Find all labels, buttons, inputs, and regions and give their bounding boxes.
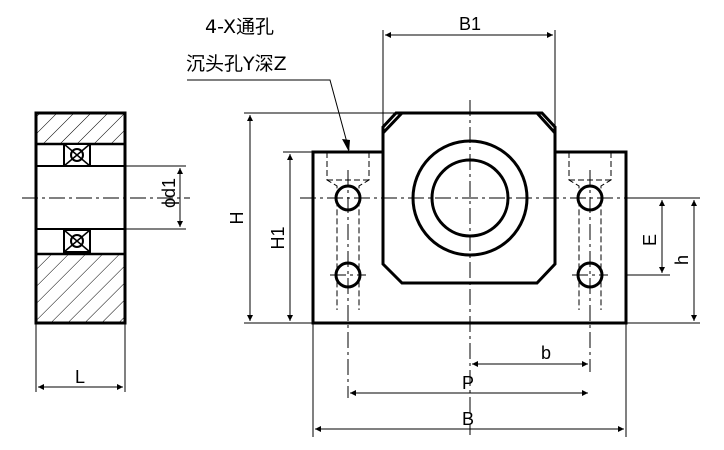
annotation-leader — [187, 79, 350, 151]
side-view-outline — [34, 111, 127, 325]
side-view — [22, 111, 190, 392]
annotation-line-1: 4-X通孔 — [205, 16, 274, 38]
label-phi-d1: ϕd1 — [159, 178, 179, 208]
label-b1: B1 — [459, 14, 481, 34]
label-e: E — [640, 234, 660, 246]
annotation-line-2: 沉头孔Y深Z — [186, 53, 287, 75]
label-l: L — [75, 367, 85, 387]
side-view-bottom-hatch — [36, 254, 125, 323]
front-view-centerlines — [300, 100, 640, 435]
label-h-center: h — [672, 255, 692, 265]
label-p: P — [462, 373, 474, 393]
label-b: b — [541, 343, 551, 363]
bearing-symbol-bottom — [63, 229, 91, 253]
label-h1: H1 — [268, 226, 288, 249]
front-view — [187, 30, 700, 437]
bearing-symbol-top — [63, 143, 91, 167]
label-h: H — [227, 212, 247, 225]
side-view-top-hatch — [36, 113, 125, 144]
label-b-total: B — [462, 409, 474, 429]
